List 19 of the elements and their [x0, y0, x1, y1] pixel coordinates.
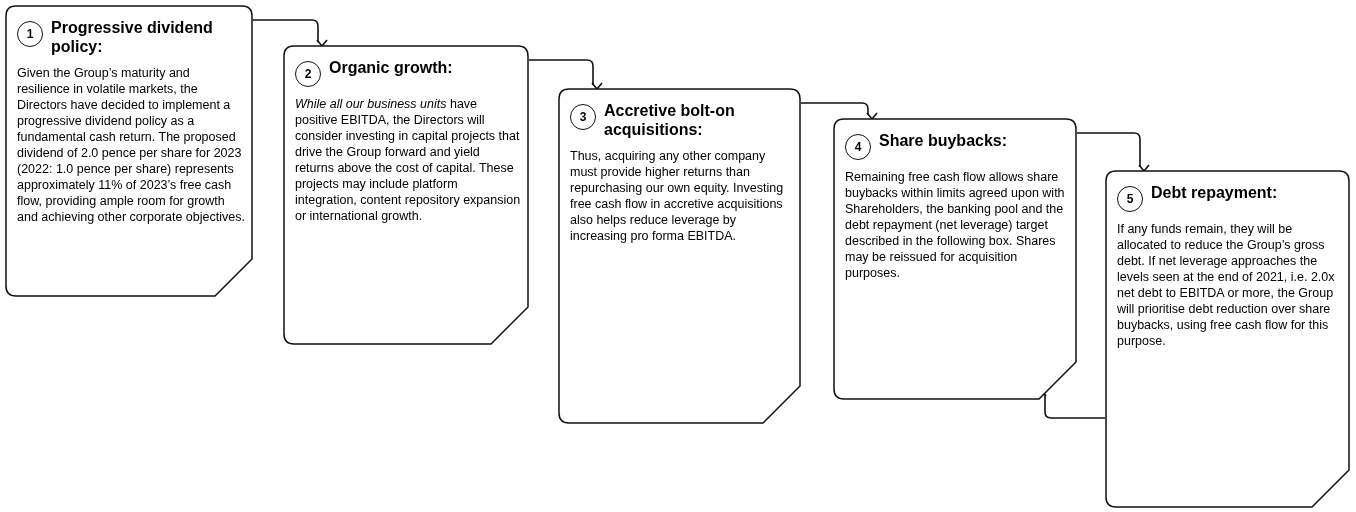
card-body-text: Remaining free cash flow allows share buybacks within limits agreed upon with Shareholders, the banking pool and the debt repayment (net leverage) target described in the following box. Shares may be reissued for acquisition purposes.	[845, 169, 1066, 281]
card-body-text: If any funds remain, they will be allocated to reduce the Group’s gross debt. If net leverage approaches the levels seen at the end of 2021, i.e. 2.0x net debt to EBITDA or more, the Group will prioritise debt reduction over share buybacks, using free cash flow for this purpose.	[1117, 221, 1336, 349]
connector-arrow	[528, 59, 603, 90]
card-heading: Accretive bolt-on acquisitions:	[604, 101, 736, 139]
card-body-text: While all our business units have positive EBITDA, the Directors will consider investing in capital projects that drive the Group forward and yield returns above the cost of capital. These projects may include platform integration, content repository expansion or international growth.	[295, 96, 521, 224]
card-body-text: Given the Group’s maturity and resilience in volatile markets, the Directors have decided to implement a progressive dividend policy as a fundamental cash return. The proposed dividend of 2.0 pence per share for 2023 (2022: 1.0 pence per share) represents approximately 11% of 2023’s free cash flow, providing ample room for growth and achieving other corporate objectives.	[17, 65, 245, 225]
card-heading: Progressive dividend policy:	[51, 18, 214, 56]
policy-card	[833, 118, 1077, 400]
policy-card	[283, 45, 529, 345]
card-body-text: Thus, acquiring any other company must provide higher returns than repurchasing our own equity. Investing free cash flow in accretive acquisitions also helps reduce leverage by increasing pro forma EBITDA.	[570, 148, 785, 244]
connector-arrow	[252, 19, 328, 47]
policy-card	[5, 5, 253, 297]
connector-arrow	[800, 102, 878, 120]
card-heading: Organic growth:	[329, 58, 454, 77]
card-heading: Debt repayment:	[1151, 183, 1279, 202]
policy-card	[1105, 170, 1350, 508]
connector-arrow	[1076, 132, 1150, 172]
policy-card	[558, 88, 801, 424]
card-heading: Share buybacks:	[879, 131, 1009, 150]
